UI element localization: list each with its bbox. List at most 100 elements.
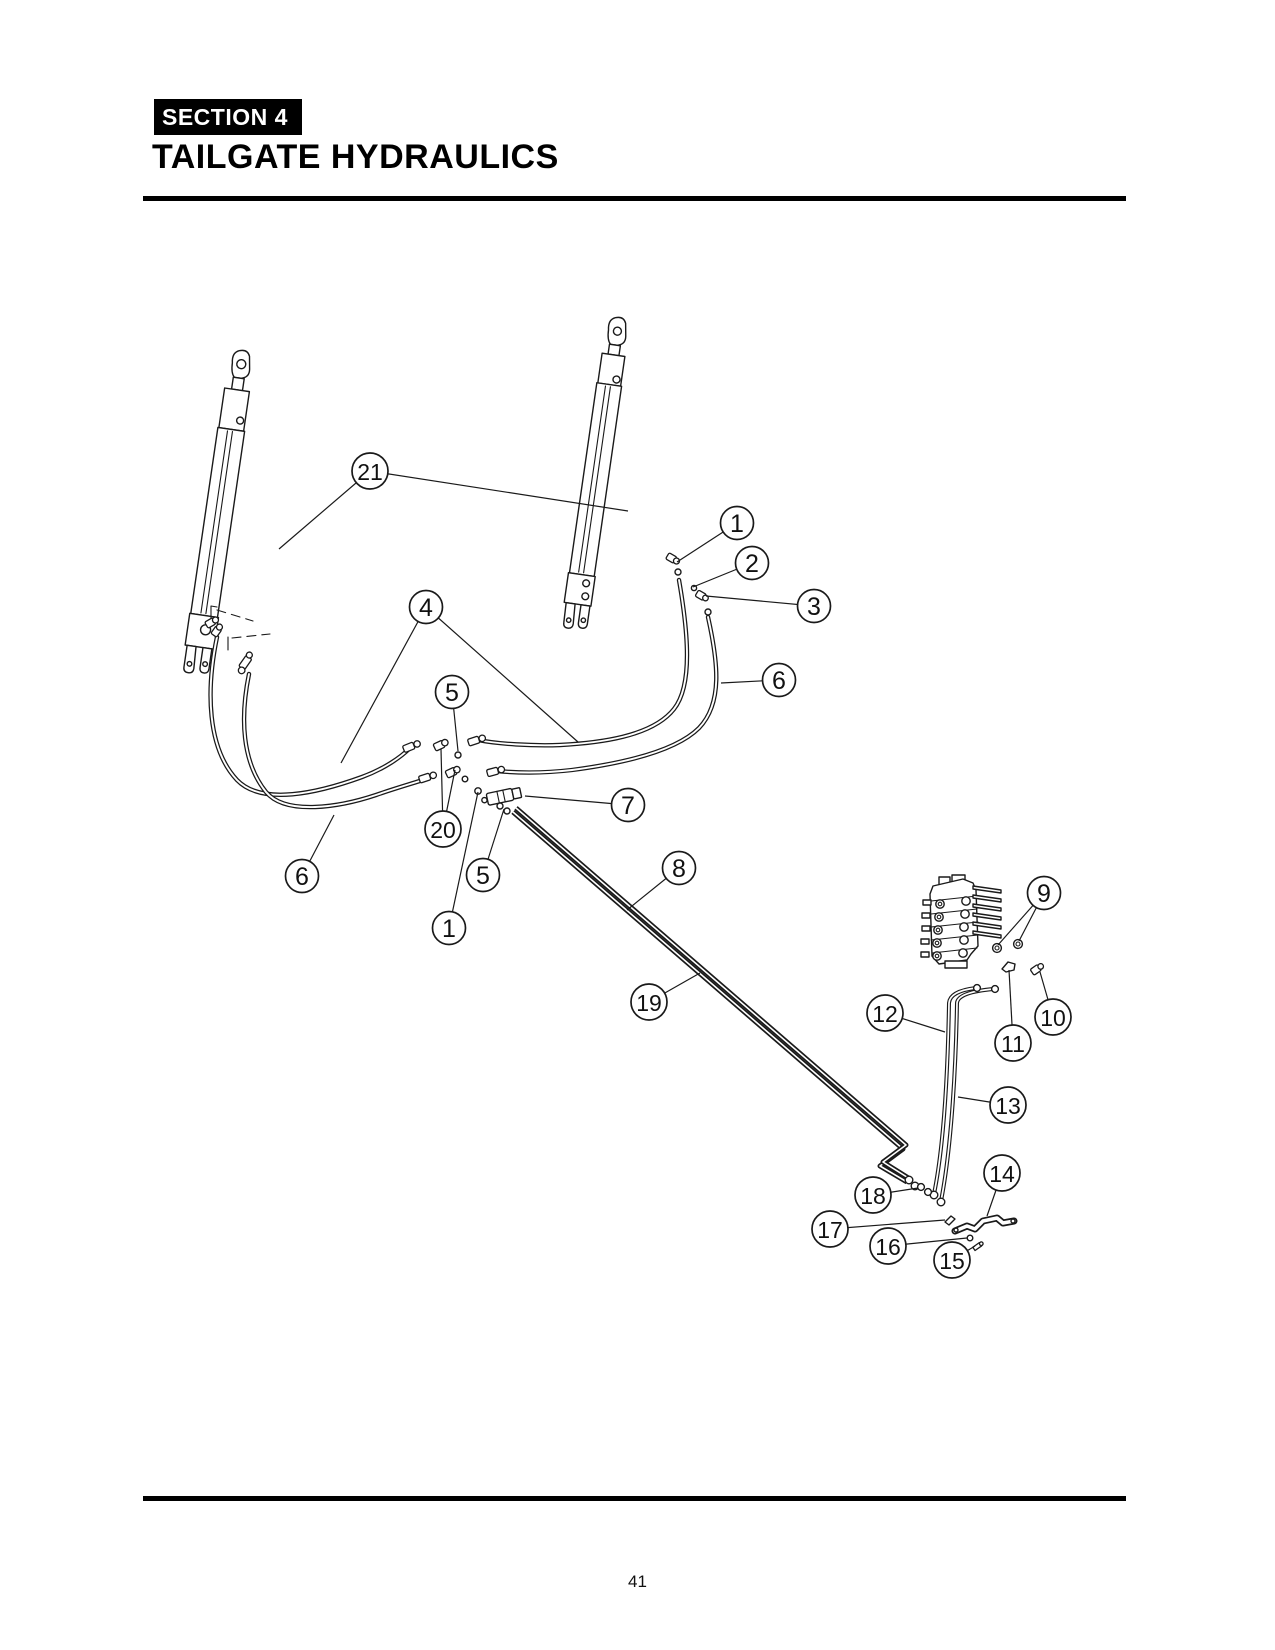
hose-tip-fitting [401, 738, 423, 754]
port-nut [991, 942, 1003, 954]
callout-number: 1 [730, 510, 744, 538]
hose-tip-fitting [466, 733, 488, 747]
nut [461, 775, 469, 783]
right-lift-cylinder [563, 316, 627, 629]
callout-number: 9 [1037, 880, 1051, 908]
callout-number: 6 [772, 667, 786, 695]
callout-17: 17 [811, 1210, 849, 1248]
callout-bubble [811, 1210, 849, 1248]
callout-9: 9 [1026, 875, 1062, 911]
hose-nut [674, 568, 682, 576]
tube-nut [923, 1187, 933, 1197]
tube-nut [916, 1182, 926, 1192]
callout-10: 10 [1034, 998, 1072, 1036]
elbow-fitting [1030, 962, 1045, 976]
callout-number: 6 [295, 863, 309, 891]
callout-bubble [761, 662, 797, 698]
callout-8: 8 [661, 850, 697, 886]
elbow-fitting [665, 552, 681, 565]
callout-13: 13 [989, 1086, 1027, 1124]
hose-nut [704, 608, 712, 616]
hose-tip-fitting [485, 764, 506, 778]
callout-6: 6 [284, 858, 320, 894]
callout-bubble [933, 1241, 971, 1279]
tube-tip [990, 984, 1000, 994]
callout-bubble [989, 1086, 1027, 1124]
header-rule [143, 196, 1126, 201]
callout-20: 20 [424, 810, 462, 848]
callout-bubble [408, 589, 444, 625]
hose-end-fitting [210, 623, 224, 638]
page-title: TAILGATE HYDRAULICS [152, 138, 559, 176]
left-lift-cylinder [183, 349, 251, 674]
callout-leader-21 [278, 470, 371, 550]
callout-number: 2 [745, 550, 759, 578]
callout-leader-4 [425, 606, 579, 743]
callout-leader-21 [369, 470, 629, 512]
callout-19: 19 [630, 983, 668, 1021]
callout-16: 16 [869, 1227, 907, 1265]
callout-number: 14 [989, 1161, 1015, 1187]
callout-number: 18 [860, 1183, 886, 1209]
page-number: 41 [628, 1572, 647, 1591]
callout-6: 6 [761, 662, 797, 698]
callout-18: 18 [854, 1176, 892, 1214]
nut [496, 802, 504, 810]
callout-7: 7 [610, 787, 646, 823]
callout-bubble [351, 452, 389, 490]
callout-bubble [661, 850, 697, 886]
callout-15: 15 [933, 1241, 971, 1279]
callout-number: 7 [621, 792, 635, 820]
callout-bubble [854, 1176, 892, 1214]
hose-end-fitting [237, 651, 253, 675]
cone-fitting [944, 1215, 956, 1226]
callout-bubble [1034, 998, 1072, 1036]
callout-bubble [431, 910, 467, 946]
callout-number: 20 [430, 817, 456, 843]
hose-tip-fitting [417, 770, 439, 784]
callout-14: 14 [983, 1154, 1021, 1192]
callout-number: 16 [875, 1234, 901, 1260]
control-valve [920, 874, 1002, 969]
callout-number: 21 [357, 459, 383, 485]
callout-number: 3 [807, 593, 821, 621]
callout-5: 5 [434, 674, 470, 710]
callout-11: 11 [994, 1024, 1032, 1062]
callout-leader-1 [448, 791, 479, 929]
callout-bubble [434, 674, 470, 710]
callout-bubble [1026, 875, 1062, 911]
callout-3: 3 [796, 588, 832, 624]
callout-1: 1 [431, 910, 467, 946]
nut [454, 751, 462, 759]
callout-bubble [983, 1154, 1021, 1192]
callout-bubble [630, 983, 668, 1021]
callout-bubble [866, 994, 904, 1032]
pin [972, 1241, 984, 1252]
wedge-fitting [1001, 961, 1016, 973]
callout-1: 1 [719, 505, 755, 541]
callout-number: 5 [445, 679, 459, 707]
callout-bubble [796, 588, 832, 624]
callout-21: 21 [351, 452, 389, 490]
callout-12: 12 [866, 994, 904, 1032]
callout-number: 19 [636, 990, 662, 1016]
elbow-fitting [204, 616, 220, 629]
callout-bubble [284, 858, 320, 894]
callout-bubble [869, 1227, 907, 1265]
hose-end-ball [904, 1175, 914, 1185]
junction-fittings [432, 737, 523, 815]
callout-2: 2 [734, 545, 770, 581]
callout-number: 11 [1001, 1031, 1025, 1057]
main-twin-hose [513, 808, 920, 1191]
tube-tip [972, 983, 982, 993]
callout-leader-4 [340, 606, 427, 764]
footer-rule [143, 1496, 1126, 1501]
tube-end-ball [936, 1197, 946, 1207]
callout-bubble [719, 505, 755, 541]
cylinder-hoses-left [204, 616, 439, 807]
callout-number: 1 [442, 915, 456, 943]
mount-bracket [944, 1214, 1018, 1252]
